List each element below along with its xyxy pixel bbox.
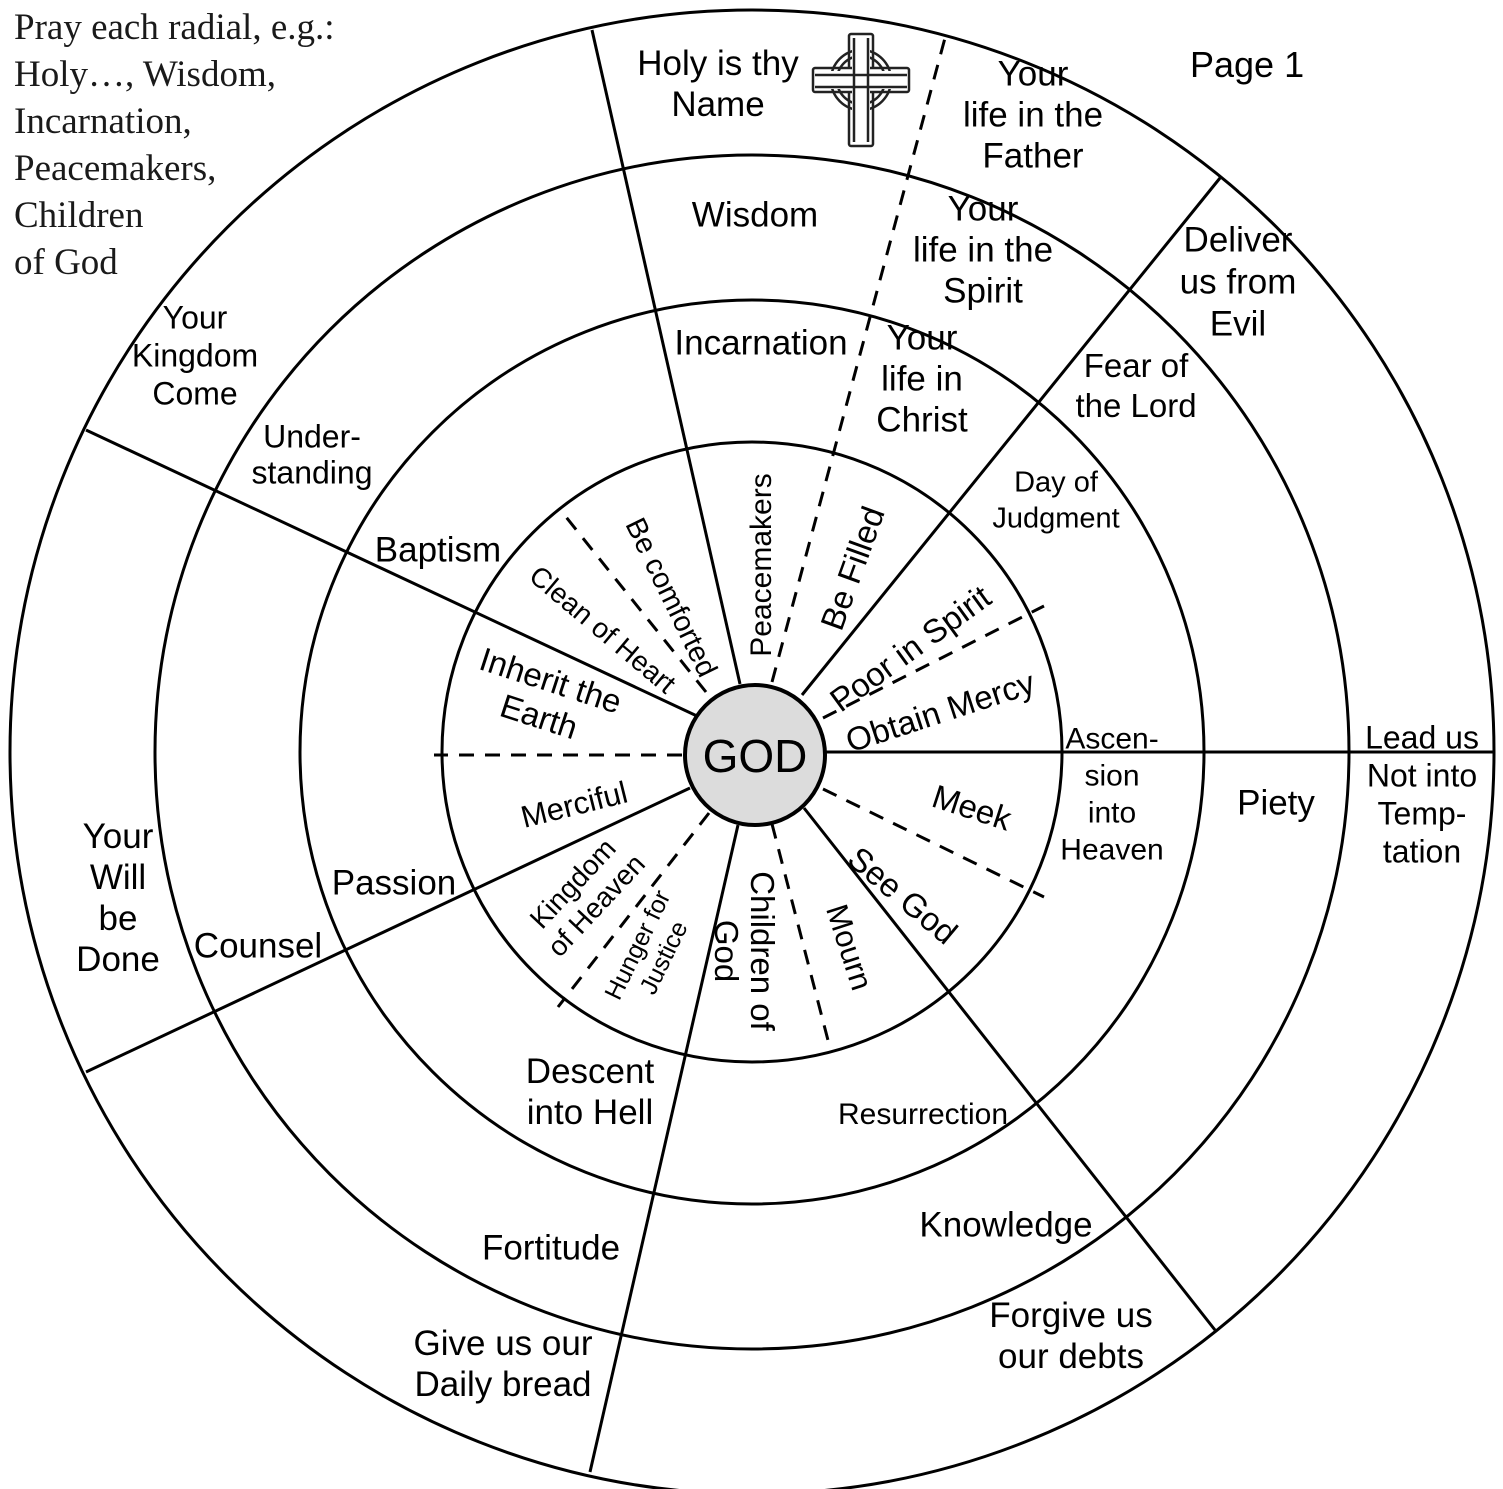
- label-be-filled: Be Filled: [813, 501, 892, 634]
- page-number: Page 1: [1190, 44, 1305, 85]
- label-wisdom: Wisdom: [692, 196, 818, 235]
- spoke-top: [590, 29, 742, 685]
- god-circle: [683, 683, 827, 827]
- label-resurrection: Resurrection: [838, 1098, 1008, 1131]
- label-mourn: Mourn: [819, 900, 879, 994]
- spoke-lower-left: [85, 786, 691, 1074]
- label-incarnation: Incarnation: [674, 324, 847, 363]
- label-piety: Piety: [1237, 784, 1315, 823]
- label-passion: Passion: [332, 864, 457, 903]
- label-inherit-the-earth: Inherit theEarth: [463, 640, 626, 757]
- spoke-bottom: [588, 824, 740, 1473]
- god-label: GOD: [703, 730, 808, 782]
- divider-clean-comforted: [560, 511, 708, 693]
- instructions-text: Pray each radial, e.g.: Holy…, Wisdom, I…: [14, 7, 335, 283]
- divider-mourn-children: [770, 823, 832, 1049]
- label-counsel: Counsel: [194, 927, 322, 966]
- spoke-lower-right: [802, 807, 1217, 1331]
- label-meek: Meek: [928, 777, 1017, 837]
- label-knowledge: Knowledge: [919, 1206, 1092, 1245]
- label-baptism: Baptism: [375, 531, 501, 570]
- center-disc: GOD: [683, 683, 827, 827]
- label-children-of-god: Children ofGod: [708, 871, 781, 1031]
- label-merciful: Merciful: [517, 775, 631, 835]
- label-understanding: Under-standing: [252, 419, 373, 491]
- dashed-dividers: [434, 37, 1045, 1049]
- divider-kingdom-hunger: [556, 812, 711, 1008]
- spoke-upper-left: [85, 428, 698, 718]
- label-fortitude: Fortitude: [482, 1229, 620, 1268]
- spoke-upper-right: [800, 177, 1222, 696]
- label-peacemakers: Peacemakers: [745, 473, 778, 656]
- divider-meek-seegod: [822, 787, 1045, 899]
- spokes: [85, 29, 1494, 1473]
- celtic-cross-icon: [811, 32, 911, 148]
- divider-father-spirit-christ: [770, 37, 947, 683]
